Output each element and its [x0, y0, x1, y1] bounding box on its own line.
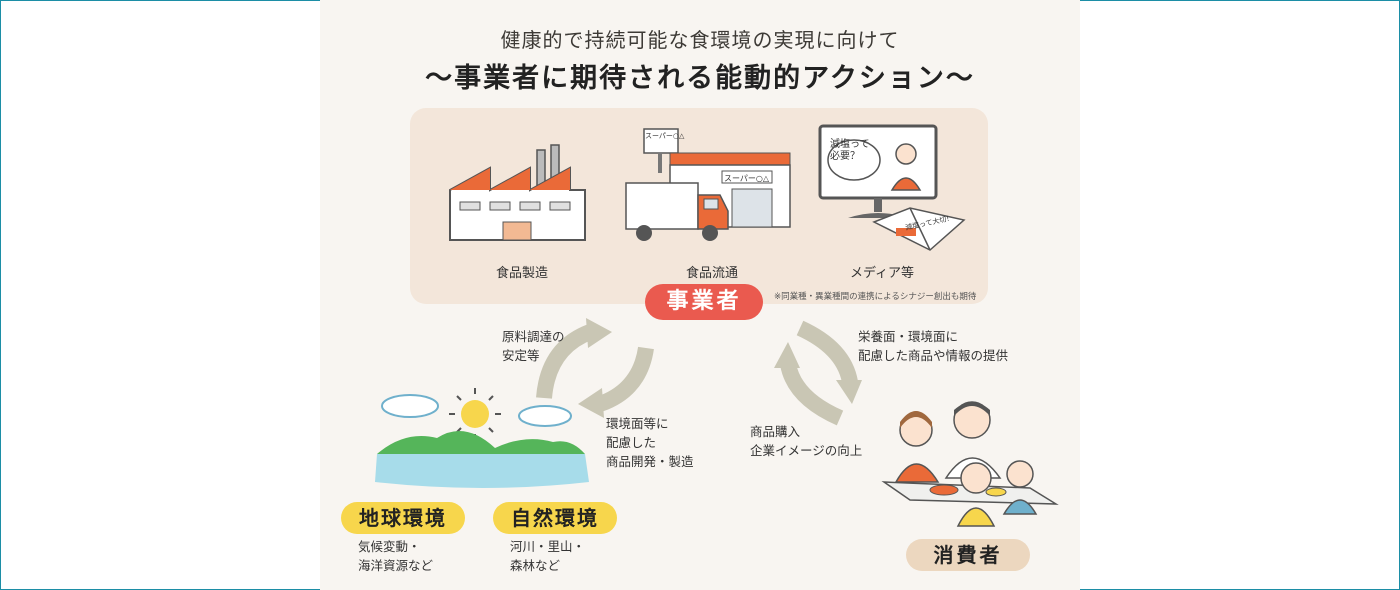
- title-line-1: 健康的で持続可能な食環境の実現に向けて: [500, 28, 900, 52]
- flow-purchase: 商品購入 企業イメージの向上: [750, 424, 863, 458]
- flow-offerings: 栄養面・環境面に 配慮した商品や情報の提供: [858, 329, 1009, 363]
- natural-environment-label: 自然環境: [493, 502, 617, 534]
- store-sign-small: スーパー○△: [645, 132, 685, 140]
- nature-scene: [375, 388, 589, 488]
- speech-bubble-text: 減塩って 必要？: [830, 139, 870, 162]
- store-sign: スーパー○△: [724, 174, 770, 183]
- flow-sourcing: 原料調達の 安定等: [502, 329, 565, 363]
- business-label: 事業者: [645, 284, 763, 320]
- title-line-2: 〜事業者に期待される能動的アクション〜: [425, 63, 975, 94]
- left-cycle-arrows: [536, 318, 654, 418]
- category-media: メディア等: [849, 266, 915, 281]
- category-food-manufacturing: 食品製造: [495, 266, 548, 281]
- supermarket-truck-icon: [625, 128, 791, 241]
- synergy-note: ※同業種・異業種間の連携によるシナジー創出も期待: [774, 292, 977, 302]
- media-tv-icon: [818, 124, 966, 251]
- category-food-distribution: 食品流通: [685, 266, 738, 281]
- global-environment-label: 地球環境: [341, 502, 465, 534]
- factory-icon: [449, 144, 586, 241]
- global-environment-desc: 気候変動・ 海洋資源など: [358, 539, 434, 573]
- consumer-family-icon: [881, 401, 1059, 527]
- flow-eco-products: 環境面等に 配慮した 商品開発・製造: [606, 416, 694, 469]
- right-cycle-arrows: [774, 320, 862, 426]
- consumer-label: 消費者: [906, 539, 1030, 571]
- natural-environment-desc: 河川・里山・ 森林など: [510, 539, 586, 573]
